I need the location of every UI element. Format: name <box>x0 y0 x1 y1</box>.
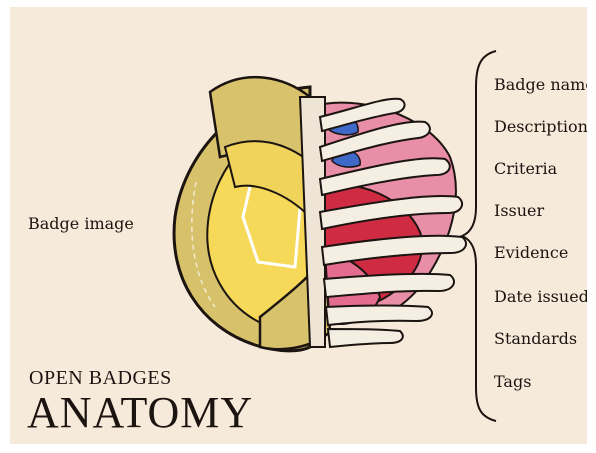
title-line-2: ANATOMY <box>27 387 253 438</box>
field-description: Description <box>494 117 587 136</box>
field-criteria: Criteria <box>494 159 557 178</box>
diagram-panel: Badge image Badge name Description Crite… <box>10 7 587 444</box>
field-tags: Tags <box>494 372 531 391</box>
field-brace <box>462 51 496 421</box>
badge-image-label: Badge image <box>28 214 134 233</box>
field-issuer: Issuer <box>494 201 544 220</box>
field-badge-name: Badge name <box>494 75 587 94</box>
field-evidence: Evidence <box>494 243 568 262</box>
field-date-issued: Date issued <box>494 287 587 306</box>
field-standards: Standards <box>494 329 577 348</box>
